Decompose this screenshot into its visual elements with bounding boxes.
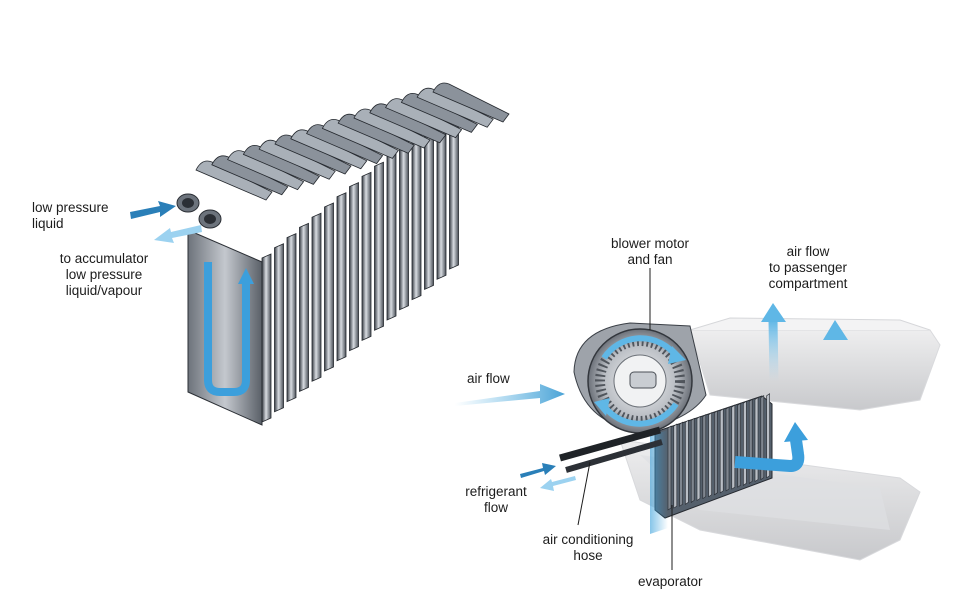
label-line: low pressure: [65, 267, 143, 282]
evaporator-fin: [261, 253, 272, 423]
small-evaporator-fin: [690, 417, 695, 503]
label-air-flow-passenger: air flow to passenger compartment: [748, 244, 868, 292]
small-evaporator-fin: [667, 425, 672, 511]
passenger-air-arrow-icons: [761, 303, 848, 398]
inlet-arrow-icon: [130, 201, 176, 219]
evaporator-header-tube: [242, 145, 321, 185]
label-line: hose: [573, 548, 603, 563]
label-line: flow: [483, 500, 508, 515]
small-evaporator-fin: [731, 404, 736, 490]
evaporator-header-tube: [432, 82, 510, 123]
label-line: liquid: [32, 216, 64, 231]
evaporator-header-tube: [290, 129, 368, 170]
label-evaporator: evaporator: [638, 574, 703, 589]
small-evaporator-fin: [714, 410, 718, 496]
evaporator-fin: [411, 130, 422, 301]
small-evaporator-fin: [685, 419, 689, 505]
evaporator-header-tube: [337, 113, 415, 154]
evaporator-fin: [349, 181, 359, 352]
small-evaporator-fin: [725, 406, 730, 492]
air-flow-in-arrow-icon: [455, 384, 565, 406]
label-line: air conditioning: [542, 532, 634, 547]
small-evaporator-fin: [702, 414, 707, 500]
evaporator-fin: [274, 243, 284, 413]
evaporator-header-tube: [306, 124, 384, 165]
evaporator-fin: [361, 171, 372, 342]
label-air-flow: air flow: [467, 371, 510, 386]
small-evaporator-fin: [737, 402, 741, 488]
label-line: liquid/vapour: [65, 283, 143, 298]
label-line: compartment: [768, 276, 848, 291]
evaporator-fin: [386, 151, 397, 321]
evaporator-header-tube: [211, 155, 289, 196]
label-refrigerant-flow: refrigerant flow: [450, 484, 542, 516]
label-line: to accumulator: [59, 251, 149, 266]
evaporator-header-tube: [258, 139, 336, 180]
refrigerant-out-arrow-icon: [540, 476, 576, 491]
small-evaporator-fin: [719, 408, 724, 494]
evaporator-fin: [424, 120, 434, 291]
evaporator-fin: [286, 232, 297, 403]
evaporator-header-tube: [353, 108, 431, 149]
label-line: low pressure: [32, 200, 109, 215]
outlet-arrow-icon: [154, 225, 202, 243]
leader-lines: [577, 268, 673, 570]
evaporator-header-tube: [227, 150, 305, 191]
evaporator-fin: [374, 161, 384, 331]
evaporator-header-tube: [321, 119, 400, 159]
label-ac-hose: air conditioning hose: [528, 532, 648, 564]
evaporator-header-tube: [369, 103, 447, 144]
label-blower-motor: blower motor and fan: [590, 236, 710, 268]
small-evaporator-fin: [696, 415, 701, 502]
label-line: and fan: [627, 252, 673, 267]
small-evaporator-fin: [673, 423, 678, 509]
small-evaporator-fin: [748, 398, 753, 484]
label-line: refrigerant: [465, 484, 527, 499]
evaporator-fin: [299, 222, 309, 393]
label-line: air flow: [786, 244, 830, 259]
evaporator-fin: [311, 212, 322, 382]
evaporator-header-tube: [400, 93, 479, 133]
evaporator-fin: [324, 202, 334, 372]
label-to-accumulator: to accumulator low pressure liquid/vapou…: [44, 251, 164, 299]
label-line: blower motor: [610, 236, 690, 251]
small-evaporator-fin: [679, 421, 683, 507]
evaporator-header-tube: [274, 134, 352, 175]
small-evaporator-fin: [743, 400, 747, 486]
refrigerant-hoses: [559, 426, 663, 473]
small-evaporator-fin: [766, 393, 770, 479]
evaporator-header-tube: [385, 98, 463, 139]
blower-assembly: [573, 322, 707, 434]
evaporator-fin: [336, 192, 347, 362]
air-flow-out-arrow-icon: [734, 422, 808, 473]
small-evaporator: [650, 393, 773, 534]
evaporator-header-tube: [195, 160, 273, 201]
label-line: to passenger: [768, 260, 848, 275]
large-evaporator: [176, 82, 510, 426]
evaporator-fin: [399, 141, 409, 311]
label-low-pressure-liquid: low pressure liquid: [32, 200, 109, 232]
evaporator-header-tube: [416, 87, 494, 128]
refrigerant-in-arrow-icon: [520, 463, 556, 478]
small-evaporator-fin: [708, 412, 712, 498]
